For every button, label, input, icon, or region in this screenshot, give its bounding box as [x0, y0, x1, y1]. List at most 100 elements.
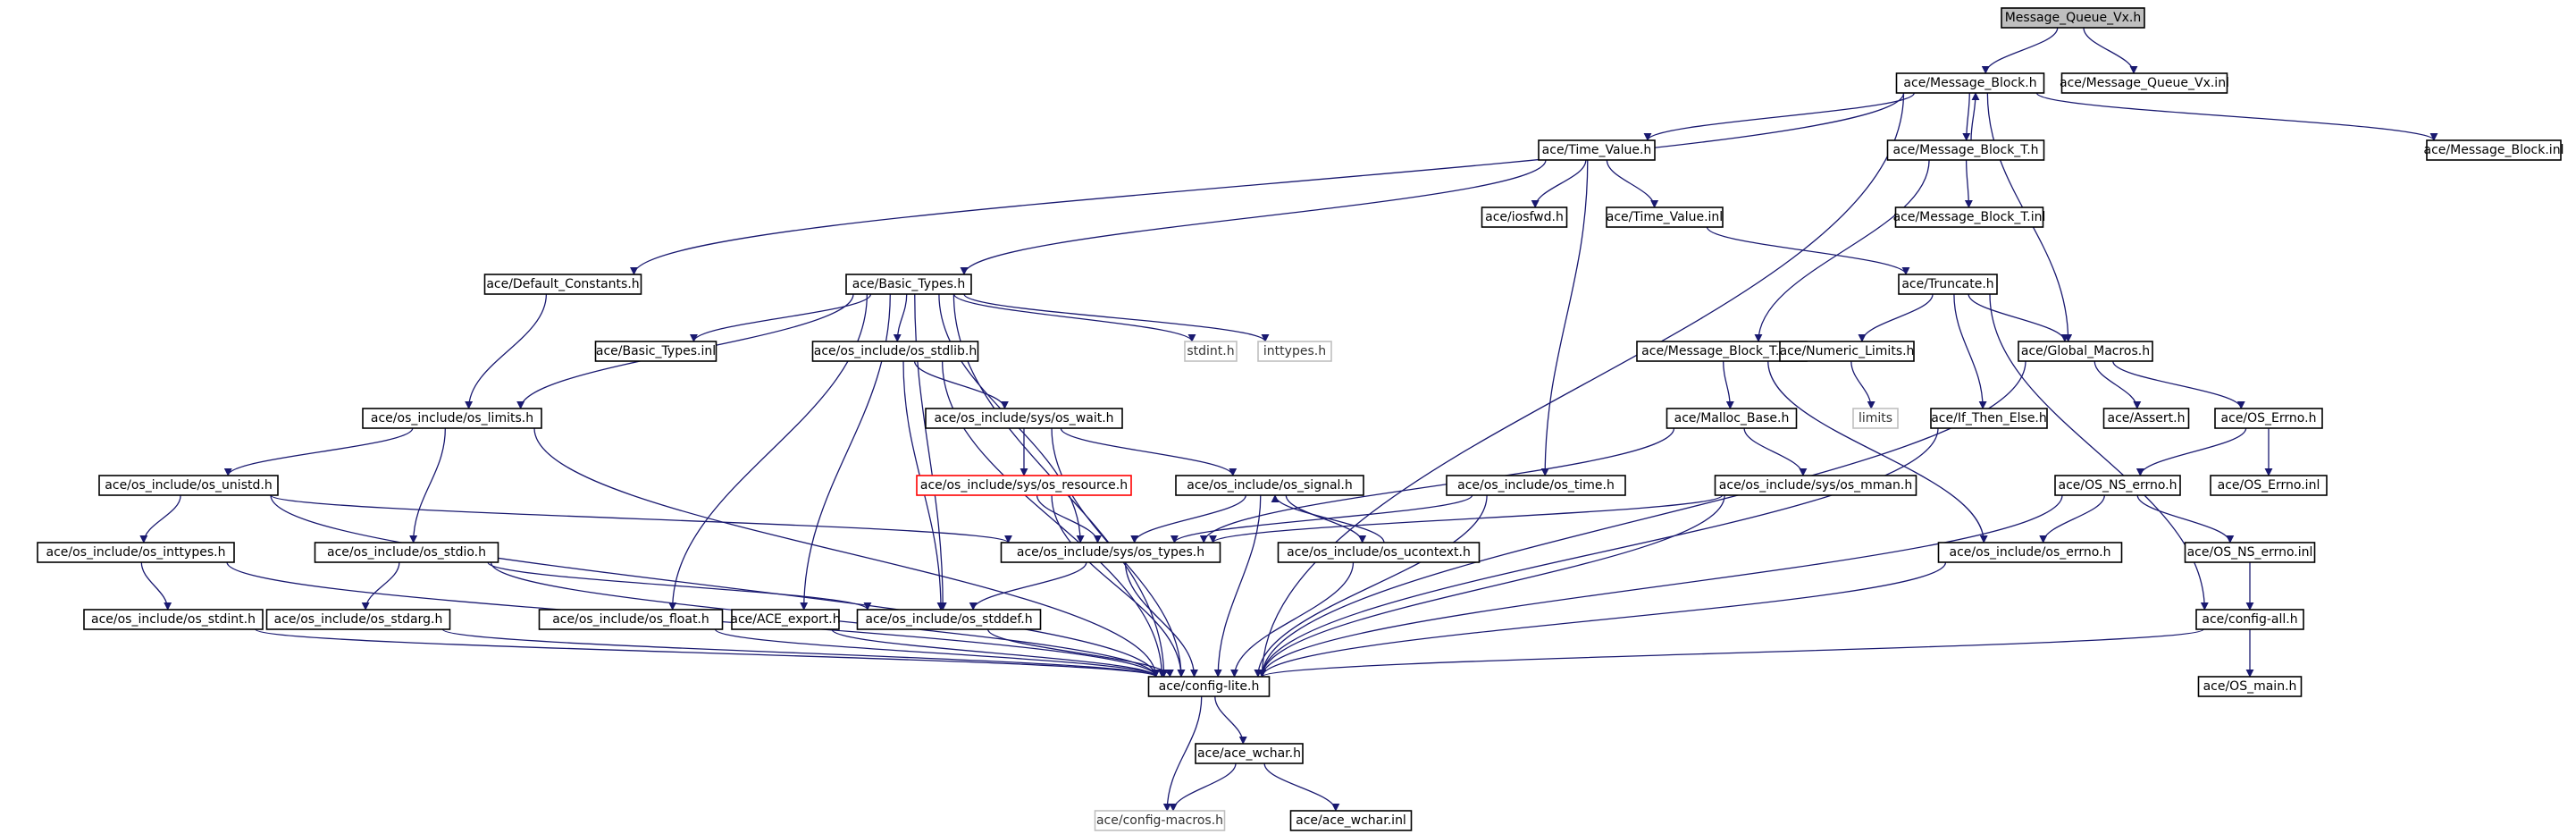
edge-osresource-to-configlite: [1051, 494, 1186, 678]
node-box-timevalinl: [1606, 206, 1724, 228]
node-mblocktcpp[interactable]: ace/Message_Block_T.cpp: [1636, 341, 1808, 362]
node-mblockt[interactable]: ace/Message_Block_T.h: [1886, 139, 2045, 161]
node-ostime[interactable]: ace/os_include/os_time.h: [1446, 475, 1626, 496]
edge-acewchar-to-acewcharinl: [1263, 762, 1340, 812]
node-label-configmacros: ace/config-macros.h: [1096, 813, 1223, 828]
node-oswait[interactable]: ace/os_include/sys/os_wait.h: [925, 408, 1123, 429]
node-osinttypes[interactable]: ace/os_include/os_inttypes.h: [37, 542, 235, 563]
node-box-systypes: [1000, 542, 1221, 563]
node-systypes[interactable]: ace/os_include/sys/os_types.h: [1000, 542, 1221, 563]
node-osnserrnoinl[interactable]: ace/OS_NS_errno.inl: [2184, 542, 2316, 563]
node-aceexport[interactable]: ace/ACE_export.h: [730, 609, 841, 630]
node-asserth[interactable]: ace/Assert.h: [2102, 408, 2190, 429]
edge-timeval-to-basictypes: [960, 159, 1547, 275]
node-configlite[interactable]: ace/config-lite.h: [1147, 676, 1271, 697]
node-label-mblocktinl: ace/Message_Block_T.inl: [1893, 210, 2046, 224]
node-label-acewchar: ace/ace_wchar.h: [1197, 746, 1301, 761]
edge-timeval-to-iosfwd: [1531, 159, 1587, 208]
node-box-mqvxinl: [2060, 72, 2228, 94]
node-label-osmman: ace/os_include/sys/os_mman.h: [1719, 478, 1912, 493]
node-box-osresource: [916, 475, 1132, 496]
node-label-osstdint: ace/os_include/os_stdint.h: [91, 612, 256, 627]
node-configall[interactable]: ace/config-all.h: [2195, 609, 2304, 630]
edge-mblock-to-mblockt: [1962, 92, 1971, 141]
node-truncate[interactable]: ace/Truncate.h: [1898, 274, 1998, 295]
node-box-mblock: [1895, 72, 2045, 94]
node-box-osmain: [2197, 676, 2303, 697]
node-box-stdlib: [811, 341, 979, 362]
node-basictypes[interactable]: ace/Basic_Types.h: [845, 274, 972, 295]
edge-mallocbase-to-systypes: [1199, 427, 1675, 543]
edge-unistd-to-configlite: [270, 494, 1160, 678]
node-box-timeval: [1538, 139, 1656, 161]
node-osstdio[interactable]: ace/os_include/os_stdio.h: [314, 542, 499, 563]
node-globalmacros[interactable]: ace/Global_Macros.h: [2018, 341, 2153, 362]
node-box-mblocktinl: [1894, 206, 2044, 228]
node-timeval[interactable]: ace/Time_Value.h: [1538, 139, 1656, 161]
node-osresource[interactable]: ace/os_include/sys/os_resource.h: [916, 475, 1132, 496]
node-label-mblock: ace/Message_Block.h: [1903, 76, 2036, 90]
edge-globalmacros-to-configlite: [1258, 360, 2026, 678]
node-oserrnoinl[interactable]: ace/OS_Errno.inl: [2210, 475, 2328, 496]
node-label-stdinth: stdint.h: [1187, 344, 1234, 358]
node-osstdarg[interactable]: ace/os_include/os_stdarg.h: [265, 609, 451, 630]
node-mblock[interactable]: ace/Message_Block.h: [1895, 72, 2045, 94]
edge-osstdarg-to-configlite: [441, 628, 1160, 678]
node-label-osinttypes: ace/os_include/os_inttypes.h: [46, 545, 226, 560]
node-iosfwd[interactable]: ace/iosfwd.h: [1481, 206, 1568, 228]
node-mblockinl[interactable]: ace/Message_Block.inl: [2424, 139, 2564, 161]
node-osstdint[interactable]: ace/os_include/os_stdint.h: [83, 609, 264, 630]
node-root[interactable]: Message_Queue_Vx.h: [2001, 7, 2145, 29]
node-limitsh[interactable]: ace/os_include/os_limits.h: [362, 408, 542, 429]
node-box-stdinth: [1184, 341, 1238, 362]
node-label-oswait: ace/os_include/sys/os_wait.h: [934, 411, 1113, 425]
edge-osmman-to-configlite: [1258, 494, 1725, 678]
node-label-osstddef: ace/os_include/os_stddef.h: [865, 612, 1032, 627]
node-osmman[interactable]: ace/os_include/sys/os_mman.h: [1714, 475, 1917, 496]
node-oserrnoh[interactable]: ace/os_include/os_errno.h: [1937, 542, 2123, 563]
edge-timevalinl-to-truncate: [1706, 226, 1910, 275]
node-label-osmain: ace/OS_main.h: [2203, 679, 2297, 694]
node-acewcharinl[interactable]: ace/ace_wchar.inl: [1289, 810, 1413, 831]
node-box-mallocbase: [1666, 408, 1798, 429]
node-box-configall: [2195, 609, 2304, 630]
edge-defconst-to-limitsh: [465, 293, 548, 409]
node-numlimits[interactable]: ace/Numeric_Limits.h: [1779, 341, 1915, 362]
node-basictypesinl[interactable]: ace/Basic_Types.inl: [594, 341, 717, 362]
node-unistd[interactable]: ace/os_include/os_unistd.h: [98, 475, 279, 496]
node-osnserrno[interactable]: ace/OS_NS_errno.h: [2054, 475, 2181, 496]
node-mqvxinl[interactable]: ace/Message_Queue_Vx.inl: [2060, 72, 2229, 94]
edge-basictypes-to-stdinth: [953, 293, 1196, 342]
edge-systypes-to-osstddef: [969, 561, 1087, 611]
node-label-truncate: ace/Truncate.h: [1901, 277, 1993, 291]
node-osucontext[interactable]: ace/os_include/os_ucontext.h: [1277, 542, 1481, 563]
node-label-osnserrnoinl: ace/OS_NS_errno.inl: [2187, 545, 2313, 560]
edge-ossignal-to-configlite: [1213, 494, 1262, 678]
node-osfloat[interactable]: ace/os_include/os_float.h: [538, 609, 724, 630]
node-mblocktinl[interactable]: ace/Message_Block_T.inl: [1893, 206, 2046, 228]
node-stdlib[interactable]: ace/os_include/os_stdlib.h: [811, 341, 979, 362]
node-label-asserth: ace/Assert.h: [2108, 411, 2186, 425]
node-label-osstdio: ace/os_include/os_stdio.h: [327, 545, 486, 560]
edge-layer: [139, 27, 2438, 812]
edge-osnserrno-to-oserrnoh: [2039, 494, 2105, 543]
node-box-globalmacros: [2018, 341, 2153, 362]
node-label-mblocktcpp: ace/Message_Block_T.cpp: [1641, 344, 1802, 358]
node-ossignal[interactable]: ace/os_include/os_signal.h: [1175, 475, 1364, 496]
edge-basictypes-to-stdlib: [893, 293, 908, 342]
node-timevalinl[interactable]: ace/Time_Value.inl: [1606, 206, 1724, 228]
node-box-osnserrno: [2054, 475, 2181, 496]
node-ifthenelse[interactable]: ace/If_Then_Else.h: [1930, 408, 2048, 429]
edge-configlite-to-configmacros: [1162, 695, 1203, 812]
node-osstddef[interactable]: ace/os_include/os_stddef.h: [856, 609, 1042, 630]
node-label-globalmacros: ace/Global_Macros.h: [2021, 344, 2150, 358]
node-box-mblockt: [1886, 139, 2045, 161]
node-mallocbase[interactable]: ace/Malloc_Base.h: [1666, 408, 1798, 429]
node-osmain[interactable]: ace/OS_main.h: [2197, 676, 2303, 697]
node-oserrno[interactable]: ace/OS_Errno.h: [2214, 408, 2323, 429]
node-acewchar[interactable]: ace/ace_wchar.h: [1195, 743, 1304, 764]
edge-basictypes-to-basictypesinl: [690, 293, 872, 342]
node-defconst[interactable]: ace/Default_Constants.h: [483, 274, 642, 295]
node-label-stdlib: ace/os_include/os_stdlib.h: [814, 344, 977, 358]
